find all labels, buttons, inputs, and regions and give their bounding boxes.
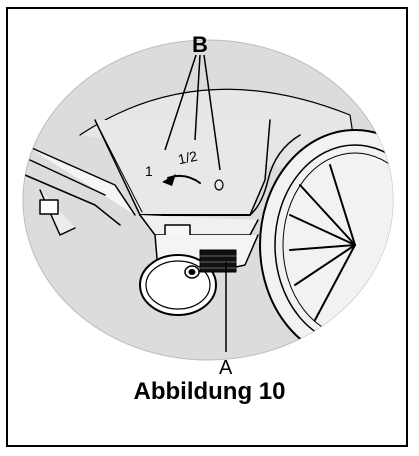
lever-a (199, 249, 237, 273)
label-a: A (219, 357, 233, 379)
arrow-head (162, 174, 176, 186)
large-wheel (259, 129, 393, 360)
left-frame (24, 144, 136, 236)
pointer-lines-b (164, 54, 221, 171)
figure-caption: Abbildung 10 (133, 378, 286, 405)
caster-wheel (139, 254, 217, 316)
position-half-label: 1/2 (176, 148, 199, 168)
position-zero-mark (214, 179, 224, 191)
position-one-label: 1 (145, 163, 153, 179)
label-b: B (192, 32, 208, 57)
